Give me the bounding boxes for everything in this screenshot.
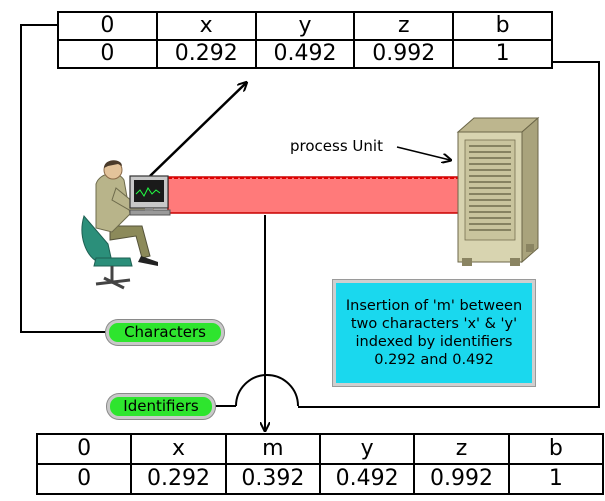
table-cell: x bbox=[155, 11, 257, 41]
table-cell: 0 bbox=[57, 39, 158, 69]
bottom-table: 0 x m y z b 0 0.292 0.392 0.492 0.992 1 bbox=[35, 433, 605, 495]
identifiers-label: Identifiers bbox=[107, 394, 215, 419]
table-cell: z bbox=[413, 433, 510, 465]
data-pipe bbox=[167, 176, 461, 214]
server-tower-icon bbox=[456, 116, 540, 266]
identifiers-connector bbox=[298, 61, 600, 408]
bottom-table-header-row: 0 x m y z b bbox=[35, 433, 605, 465]
hop-over-arc bbox=[235, 374, 299, 407]
note-line: Insertion of 'm' between bbox=[345, 298, 523, 314]
table-cell: y bbox=[318, 433, 416, 465]
user-at-computer-icon bbox=[81, 160, 171, 290]
table-cell: 0.292 bbox=[130, 463, 227, 495]
table-cell: y bbox=[254, 11, 356, 41]
characters-label: Characters bbox=[106, 320, 224, 345]
process-unit-pointer bbox=[396, 146, 450, 160]
note-line: indexed by identifiers bbox=[355, 334, 513, 350]
table-cell: b bbox=[452, 11, 553, 41]
note-line: 0.292 and 0.492 bbox=[374, 352, 494, 368]
table-cell: 0.992 bbox=[353, 39, 455, 69]
up-arrow bbox=[149, 83, 246, 177]
table-cell: 0.392 bbox=[224, 463, 321, 495]
table-cell: 0.292 bbox=[155, 39, 257, 69]
table-cell: x bbox=[130, 433, 227, 465]
table-cell: 0.992 bbox=[413, 463, 510, 495]
table-cell: 1 bbox=[507, 463, 605, 495]
table-cell: 0.492 bbox=[254, 39, 356, 69]
table-cell: b bbox=[507, 433, 605, 465]
characters-connector bbox=[20, 24, 106, 333]
table-cell: m bbox=[224, 433, 321, 465]
top-table-value-row: 0 0.292 0.492 0.992 1 bbox=[57, 39, 553, 69]
table-cell: 1 bbox=[452, 39, 553, 69]
insertion-note: Insertion of 'm' between two characters … bbox=[333, 280, 535, 386]
table-cell: 0 bbox=[57, 11, 158, 41]
table-cell: 0 bbox=[35, 463, 133, 495]
top-table-header-row: 0 x y z b bbox=[57, 11, 553, 41]
note-line: two characters 'x' & 'y' bbox=[350, 316, 518, 332]
bottom-table-value-row: 0 0.292 0.392 0.492 0.992 1 bbox=[35, 463, 605, 495]
table-cell: 0 bbox=[35, 433, 133, 465]
process-unit-label: process Unit bbox=[290, 137, 383, 155]
table-cell: 0.492 bbox=[318, 463, 416, 495]
table-cell: z bbox=[353, 11, 455, 41]
top-table: 0 x y z b 0 0.292 0.492 0.992 1 bbox=[57, 11, 553, 69]
